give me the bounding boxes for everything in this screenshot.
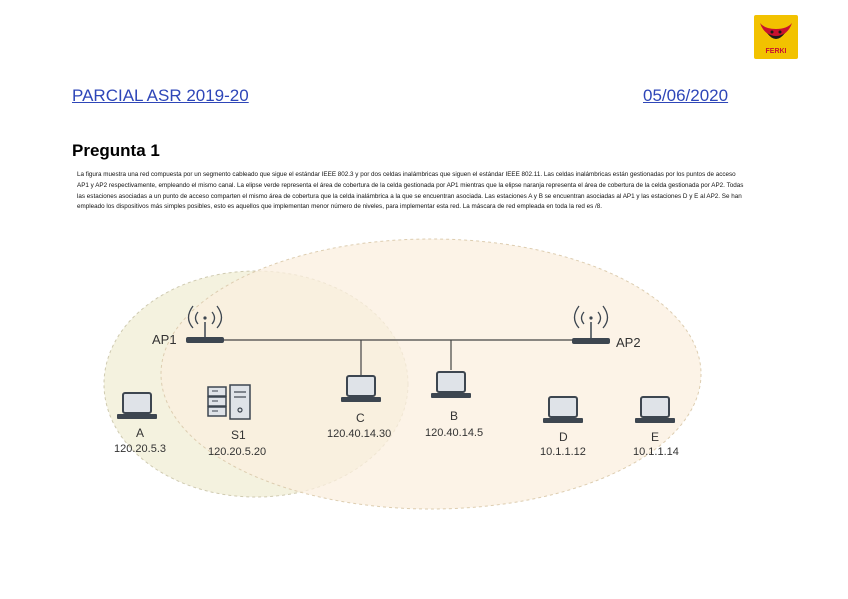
laptop-e-icon — [635, 396, 675, 423]
exam-date: 05/06/2020 — [643, 86, 729, 105]
ferki-logo: FERKI — [754, 15, 798, 59]
host-s1-name: S1 — [231, 428, 246, 442]
host-a-name: A — [136, 426, 145, 440]
host-e-name: E — [651, 430, 660, 444]
laptop-b-icon — [431, 371, 471, 398]
host-b-name: B — [450, 409, 459, 423]
host-e-ip: 10.1.1.14 — [633, 446, 679, 458]
server-s1-icon — [207, 384, 251, 420]
host-d-name: D — [559, 430, 568, 444]
ap1-router-icon — [186, 305, 224, 343]
ap1-label: AP1 — [152, 332, 177, 347]
ap2-router-icon — [572, 305, 610, 344]
question-title: Pregunta 1 — [72, 141, 160, 160]
host-c-ip: 120.40.14.30 — [327, 428, 392, 440]
host-s1-ip: 120.20.5.20 — [208, 446, 267, 458]
ap2-coverage-ellipse — [160, 238, 702, 510]
course-title: PARCIAL ASR 2019-20 — [72, 86, 249, 105]
logo-text: FERKI — [765, 48, 787, 55]
host-b-ip: 120.40.14.5 — [425, 427, 484, 439]
laptop-d-icon — [543, 396, 583, 423]
laptop-a-icon — [117, 392, 157, 419]
host-a-ip: 120.20.5.3 — [114, 443, 166, 455]
question-body: La figura muestra una red compuesta por … — [77, 171, 744, 211]
host-d-ip: 10.1.1.12 — [540, 446, 586, 458]
laptop-c-icon — [341, 375, 381, 402]
ap2-label: AP2 — [616, 335, 641, 350]
bull-logo-icon — [760, 23, 792, 39]
host-c-name: C — [356, 411, 365, 425]
